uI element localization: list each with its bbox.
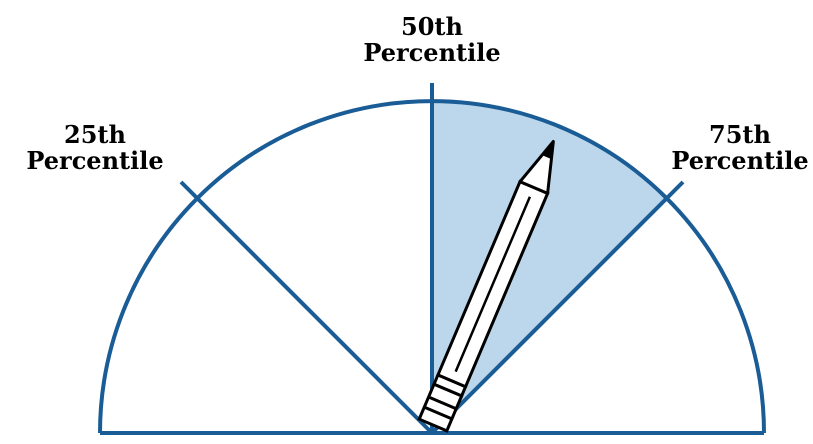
label-50th-line2: Percentile — [357, 40, 507, 66]
label-75th-line2: Percentile — [665, 148, 813, 174]
label-25th-line1: 25th — [20, 122, 170, 148]
label-50th-line1: 50th — [357, 14, 507, 40]
label-75th-percentile: 75th Percentile — [665, 122, 813, 174]
label-25th-line2: Percentile — [20, 148, 170, 174]
divider-25th — [181, 182, 432, 433]
label-25th-percentile: 25th Percentile — [20, 122, 170, 174]
label-50th-percentile: 50th Percentile — [357, 14, 507, 66]
label-75th-line1: 75th — [665, 122, 813, 148]
